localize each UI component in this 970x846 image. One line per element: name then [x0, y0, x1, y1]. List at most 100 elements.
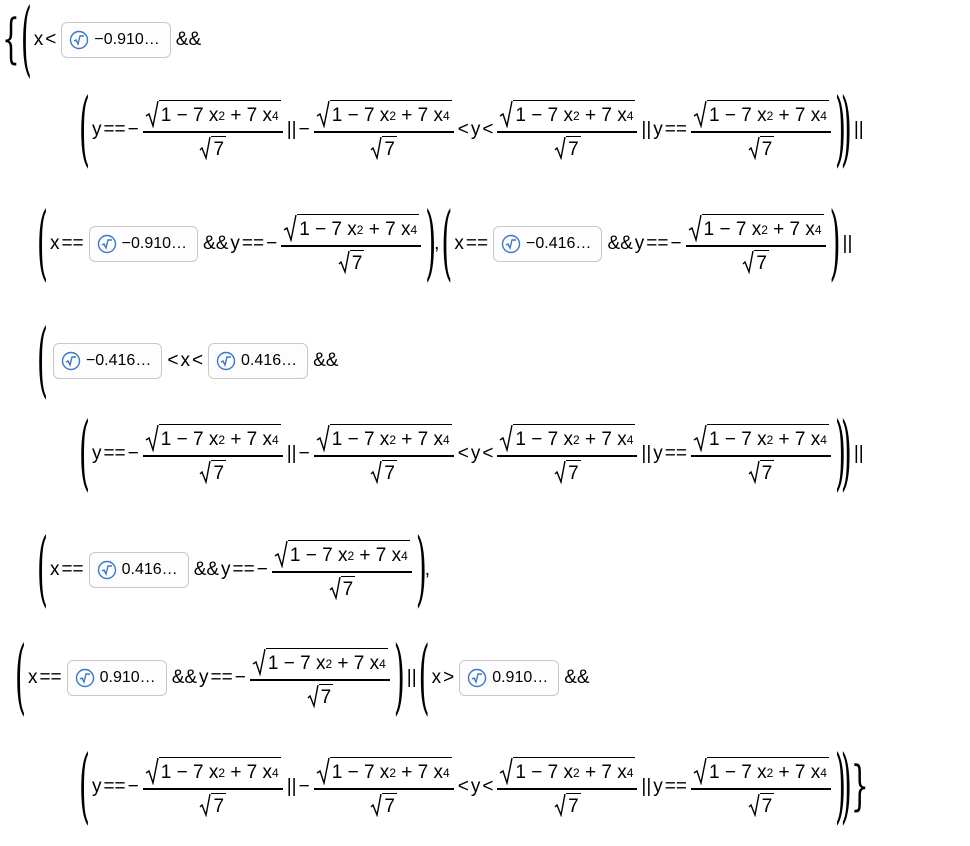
- number-chip[interactable]: 0.910…: [459, 660, 560, 697]
- square-root-icon: [97, 235, 116, 254]
- op-minus: −: [298, 443, 310, 465]
- var-y: y: [653, 443, 663, 465]
- number-chip[interactable]: 0.416…: [208, 343, 309, 379]
- op-or: ||: [641, 776, 652, 798]
- open-paren: (: [441, 194, 453, 291]
- var-x: x: [454, 233, 464, 255]
- op-eq: ==: [61, 233, 84, 255]
- op-minus: −: [127, 443, 139, 465]
- close-paren: ): [834, 80, 846, 177]
- close-paren: ): [834, 737, 846, 834]
- number-chip[interactable]: −0.910…: [61, 22, 171, 58]
- var-y: y: [199, 667, 209, 689]
- var-x: x: [33, 29, 44, 50]
- close-paren: ): [393, 628, 405, 725]
- op-lt: <: [167, 350, 179, 371]
- number-chip[interactable]: −0.416…: [52, 343, 163, 379]
- comma: ,: [434, 233, 440, 255]
- op-minus: −: [127, 119, 139, 141]
- op-or: ||: [406, 667, 417, 689]
- var-y: y: [230, 233, 240, 255]
- chip-value: 0.910…: [99, 669, 156, 687]
- op-lt: <: [457, 119, 469, 141]
- op-and: &&: [564, 667, 590, 689]
- op-lt: <: [45, 29, 57, 50]
- op-eq: ==: [646, 233, 669, 255]
- op-eq: ==: [241, 233, 265, 255]
- op-or: ||: [286, 776, 297, 798]
- square-root-icon: [70, 30, 89, 50]
- var-y: y: [470, 776, 481, 798]
- op-eq: ==: [103, 119, 126, 141]
- number-chip[interactable]: −0.416…: [493, 226, 603, 263]
- open-brace: {: [2, 7, 20, 71]
- var-y: y: [653, 776, 663, 798]
- op-and: &&: [193, 559, 220, 581]
- op-or: ||: [286, 443, 297, 465]
- op-minus: −: [234, 667, 246, 689]
- square-root-icon: [97, 561, 116, 580]
- number-chip[interactable]: −0.910…: [88, 226, 199, 263]
- close-paren: ): [415, 520, 427, 617]
- open-paren: (: [15, 628, 26, 725]
- open-paren: (: [37, 194, 48, 291]
- chip-value: −0.910…: [121, 235, 188, 253]
- close-brace: }: [850, 754, 869, 818]
- close-paren: ): [425, 194, 437, 291]
- op-and: &&: [175, 29, 202, 50]
- chip-value: 0.910…: [492, 669, 549, 687]
- chip-value: −0.416…: [526, 235, 592, 253]
- chip-value: −0.910…: [94, 31, 160, 48]
- op-minus: −: [298, 776, 310, 798]
- var-y: y: [634, 233, 645, 255]
- open-paren: (: [79, 80, 90, 177]
- var-x: x: [431, 667, 442, 689]
- op-minus: −: [298, 119, 310, 141]
- op-eq: ==: [664, 119, 687, 141]
- op-or: ||: [641, 443, 652, 465]
- comma: ,: [424, 559, 431, 581]
- line-4: ( −0.416… < x < 0.416… &&: [36, 319, 339, 400]
- number-chip[interactable]: 0.416…: [88, 552, 189, 589]
- op-eq: ==: [103, 443, 126, 465]
- var-y: y: [221, 559, 231, 581]
- op-eq: ==: [664, 776, 687, 798]
- close-paren: ): [840, 404, 852, 501]
- close-paren: ): [840, 80, 852, 177]
- square-root-icon: [75, 669, 94, 688]
- op-eq: ==: [232, 559, 255, 581]
- op-minus: −: [670, 233, 682, 255]
- number-chip[interactable]: 0.910…: [66, 660, 167, 697]
- close-paren: ): [840, 737, 852, 834]
- var-y: y: [91, 119, 102, 141]
- op-eq: ==: [103, 776, 126, 798]
- square-root-icon: [468, 669, 487, 688]
- var-x: x: [49, 233, 60, 255]
- op-lt: <: [482, 443, 494, 465]
- op-and: &&: [171, 667, 198, 689]
- square-root-icon: [61, 351, 81, 371]
- op-eq: ==: [61, 559, 84, 581]
- op-minus: −: [127, 776, 139, 798]
- var-y: y: [470, 443, 481, 465]
- op-and: &&: [203, 233, 229, 255]
- var-x: x: [27, 667, 38, 689]
- open-paren: (: [37, 311, 48, 408]
- op-or: ||: [842, 233, 853, 255]
- var-x: x: [49, 559, 60, 581]
- op-lt: <: [457, 443, 469, 465]
- op-or: ||: [853, 119, 864, 141]
- var-y: y: [91, 776, 102, 798]
